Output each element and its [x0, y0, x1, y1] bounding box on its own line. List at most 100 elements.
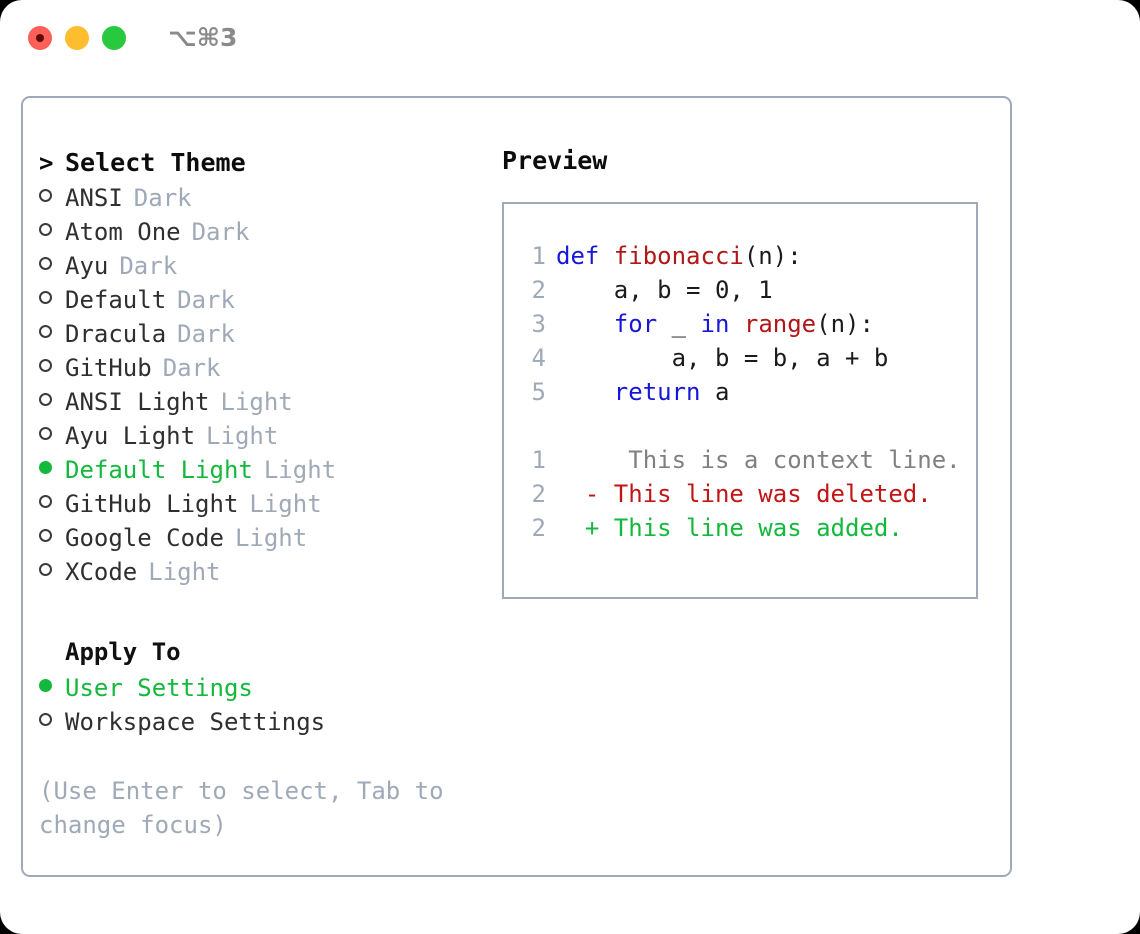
code-diff-gap — [516, 412, 976, 446]
theme-kind-badge: Light — [206, 421, 279, 450]
theme-option-github-light[interactable]: GitHub Light Light — [39, 488, 479, 522]
radio-empty-icon[interactable] — [39, 552, 65, 586]
theme-option-ansi[interactable]: ANSI Dark — [39, 182, 479, 216]
code-token: a — [700, 378, 730, 406]
close-button[interactable] — [28, 26, 52, 50]
diff-text: This is a context line. — [599, 446, 961, 474]
section-gap — [39, 590, 479, 638]
window-controls — [28, 26, 126, 50]
radio-empty-icon[interactable] — [39, 246, 65, 280]
code-token — [556, 310, 614, 338]
theme-kind-badge: Dark — [133, 183, 192, 212]
theme-kind-badge: Light — [234, 523, 308, 552]
radio-empty-icon[interactable] — [39, 518, 65, 552]
diff-line: 1 This is a context line. — [516, 446, 976, 480]
code-token: return — [613, 378, 701, 406]
code-token: a, b = b, a + b — [556, 344, 889, 372]
radio-empty-icon[interactable] — [39, 280, 65, 314]
radio-empty-icon[interactable] — [39, 178, 65, 212]
bullet — [39, 256, 52, 270]
line-number: 2 — [531, 276, 546, 304]
theme-name: Ayu Light — [65, 421, 196, 450]
prompt-caret-icon: > — [39, 149, 54, 177]
theme-option-google-code[interactable]: Google Code Light — [39, 522, 479, 556]
radio-empty-icon[interactable] — [39, 314, 65, 348]
radio-empty-icon[interactable] — [39, 484, 65, 518]
radio-selected-icon[interactable] — [39, 668, 65, 702]
radio-empty-icon[interactable] — [39, 382, 65, 416]
theme-kind-badge: Light — [220, 387, 293, 416]
theme-kind-badge: Dark — [119, 251, 178, 280]
hint-gap — [39, 740, 479, 774]
radio-selected-icon[interactable] — [39, 450, 65, 484]
theme-option-ansi-light[interactable]: ANSI Light Light — [39, 386, 479, 420]
apply-to-title: Apply To — [65, 638, 181, 666]
theme-name: ANSI Light — [65, 387, 210, 416]
bullet — [39, 562, 52, 576]
diff-sign: - — [556, 480, 600, 508]
maximize-button[interactable] — [102, 26, 126, 50]
radio-empty-icon[interactable] — [39, 702, 65, 736]
theme-kind-badge: Dark — [191, 217, 250, 246]
theme-name: GitHub Light — [65, 489, 239, 518]
code-token: for — [613, 310, 658, 338]
theme-name: GitHub — [65, 353, 152, 382]
theme-name: Google Code — [65, 523, 224, 552]
theme-kind-badge: Light — [249, 489, 322, 518]
theme-option-ayu-light[interactable]: Ayu Light Light — [39, 420, 479, 454]
theme-option-github[interactable]: GitHub Dark — [39, 352, 479, 386]
keyboard-shortcut-label: ⌥⌘3 — [168, 23, 238, 52]
code-token: def — [556, 242, 614, 270]
theme-kind-badge: Dark — [162, 353, 221, 382]
bullet — [39, 426, 52, 440]
diff-text: This line was deleted. — [599, 480, 932, 508]
title-bar: ⌥⌘3 — [0, 0, 1140, 78]
line-number: 1 — [531, 242, 546, 270]
code-token: a, b = 0, 1 — [556, 276, 773, 304]
theme-picker-header: >Select Theme — [39, 146, 479, 182]
code-line: 5 return a — [516, 378, 976, 412]
record-dot-icon — [36, 34, 44, 42]
bullet — [39, 358, 52, 372]
code-token: (n): — [743, 242, 802, 270]
bullet — [39, 460, 52, 474]
theme-option-atom-one[interactable]: Atom One Dark — [39, 216, 479, 250]
diff-line: 2 + This line was added. — [516, 514, 976, 548]
line-number: 5 — [531, 378, 546, 406]
theme-name: XCode — [65, 557, 138, 586]
line-number: 1 — [531, 446, 546, 474]
radio-empty-icon[interactable] — [39, 348, 65, 382]
theme-name: Dracula — [65, 319, 167, 348]
theme-name: Ayu — [65, 251, 109, 280]
code-line: 2 a, b = 0, 1 — [516, 276, 976, 310]
bullet — [39, 494, 52, 508]
radio-empty-icon[interactable] — [39, 212, 65, 246]
bullet — [39, 290, 52, 304]
code-line: 3 for _ in range(n): — [516, 310, 976, 344]
apply-to-label: Workspace Settings — [65, 707, 326, 736]
bullet — [39, 528, 52, 542]
radio-empty-icon[interactable] — [39, 416, 65, 450]
theme-name: ANSI — [65, 183, 123, 212]
theme-name: Atom One — [65, 217, 181, 246]
apply-to-option-workspace-settings[interactable]: Workspace Settings — [39, 706, 479, 740]
minimize-button[interactable] — [65, 26, 89, 50]
theme-option-ayu[interactable]: Ayu Dark — [39, 250, 479, 284]
code-token — [556, 378, 614, 406]
apply-to-option-user-settings[interactable]: User Settings — [39, 672, 479, 706]
code-token: _ — [657, 310, 701, 338]
code-line: 4 a, b = b, a + b — [516, 344, 976, 378]
bullet — [39, 222, 52, 236]
apply-to-label: User Settings — [65, 673, 253, 702]
